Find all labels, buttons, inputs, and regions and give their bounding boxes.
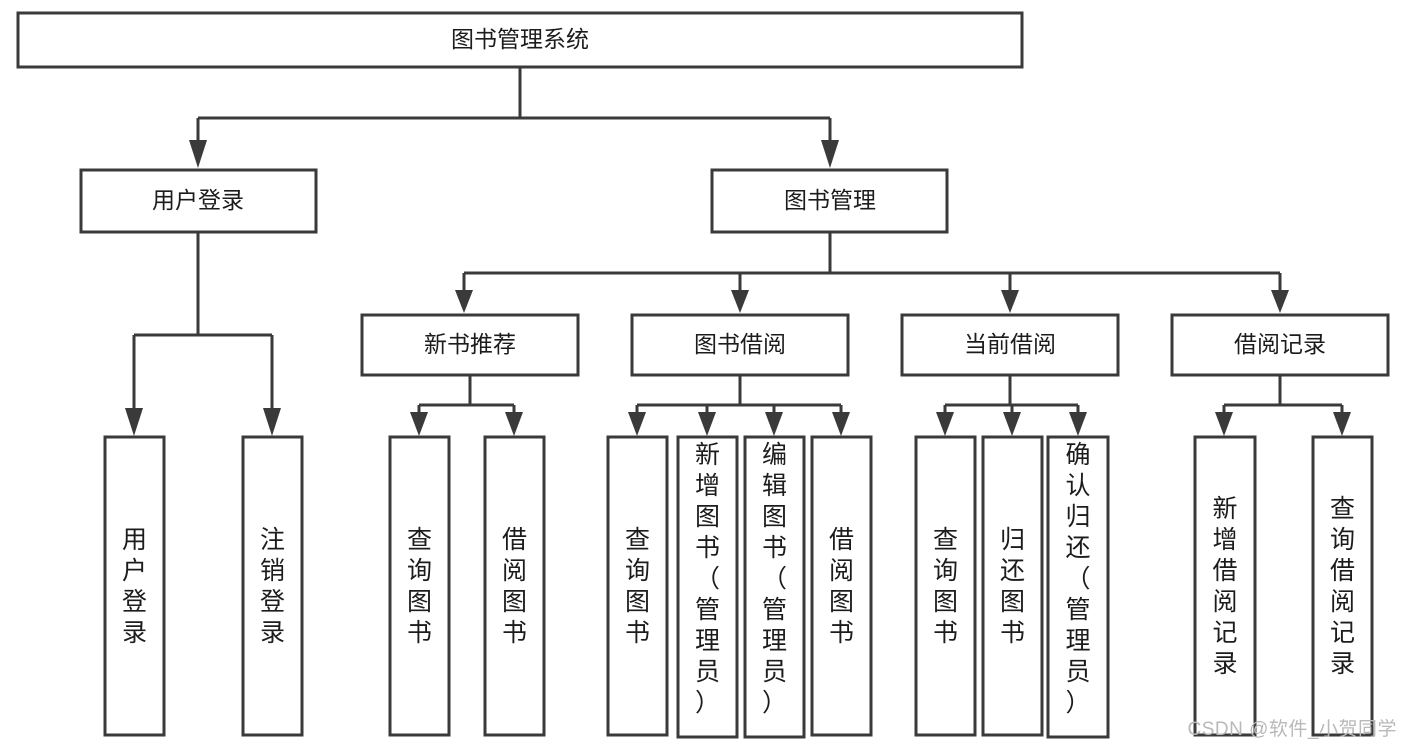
node-leaf-user-login-label: 用户登录 <box>122 526 147 647</box>
node-root-box[interactable] <box>16 11 1024 69</box>
node-leaf-borrow-book-a[interactable]: 借阅图书 <box>483 435 546 737</box>
node-current-borrow-label: 当前借阅 <box>964 331 1056 357</box>
node-leaf-query-book-b-box[interactable] <box>606 435 669 737</box>
arrow-book-borrow-to-leaf2 <box>698 412 716 436</box>
node-leaf-query-book-b-label: 查询图书 <box>625 526 650 647</box>
node-leaf-query-book-b[interactable]: 查询图书 <box>606 435 669 737</box>
arrow-user-login-to-leaf1 <box>125 408 143 436</box>
node-leaf-query-book-c-box[interactable] <box>914 435 977 737</box>
node-leaf-query-book-c[interactable]: 查询图书 <box>914 435 977 737</box>
node-leaf-query-book-a-box[interactable] <box>388 435 451 737</box>
node-leaf-query-borrow-record-label: 查询借阅记录 <box>1330 495 1355 678</box>
arrow-book-mgmt-to-current-borrow <box>1001 290 1019 313</box>
node-book-borrow[interactable]: 图书借阅 <box>630 313 850 377</box>
node-current-borrow[interactable]: 当前借阅 <box>900 313 1120 377</box>
node-leaf-user-login-box[interactable] <box>103 435 166 737</box>
arrow-current-borrow-to-leaf2 <box>1003 412 1021 436</box>
node-leaf-borrow-book-b-label: 借阅图书 <box>829 526 854 647</box>
node-leaf-query-book-c-label: 查询图书 <box>933 526 958 647</box>
node-leaf-return-book[interactable]: 归还图书 <box>981 435 1044 737</box>
node-leaf-borrow-book-a-label: 借阅图书 <box>502 526 527 647</box>
connector-layer <box>125 67 1351 436</box>
arrow-book-borrow-to-leaf4 <box>832 412 850 436</box>
node-user-login-box[interactable] <box>79 168 318 234</box>
arrow-book-borrow-to-leaf3 <box>765 412 783 436</box>
node-leaf-add-book-admin-label: 新增图书（管理员） <box>695 441 720 717</box>
node-leaf-query-book-a[interactable]: 查询图书 <box>388 435 451 737</box>
arrow-current-borrow-to-leaf3 <box>1069 412 1087 436</box>
node-borrow-record-box[interactable] <box>1170 313 1390 377</box>
node-leaf-logout[interactable]: 注销登录 <box>241 435 304 737</box>
node-book-borrow-box[interactable] <box>630 313 850 377</box>
node-leaf-add-book-admin-box[interactable] <box>676 435 739 739</box>
node-current-borrow-box[interactable] <box>900 313 1120 377</box>
node-root[interactable]: 图书管理系统 <box>16 11 1024 69</box>
node-book-management[interactable]: 图书管理 <box>710 168 949 234</box>
node-leaf-add-book-admin[interactable]: 新增图书（管理员） <box>676 435 739 739</box>
node-leaf-confirm-return-admin-label: 确认归还（管理员） <box>1065 441 1090 717</box>
node-book-management-box[interactable] <box>710 168 949 234</box>
arrow-book-borrow-to-leaf1 <box>628 412 646 436</box>
node-book-management-label: 图书管理 <box>784 187 876 213</box>
arrow-root-to-user-login <box>189 140 207 168</box>
node-leaf-add-borrow-record-label: 新增借阅记录 <box>1212 495 1237 678</box>
node-leaf-logout-label: 注销登录 <box>260 526 285 647</box>
node-new-book-recommend[interactable]: 新书推荐 <box>360 313 580 377</box>
node-new-book-recommend-label: 新书推荐 <box>424 331 516 357</box>
node-leaf-add-borrow-record[interactable]: 新增借阅记录 <box>1193 435 1257 737</box>
node-leaf-return-book-label: 归还图书 <box>1000 526 1025 647</box>
arrow-new-book-to-leaf1 <box>410 412 428 436</box>
node-leaf-add-borrow-record-box[interactable] <box>1193 435 1257 737</box>
node-leaf-return-book-box[interactable] <box>981 435 1044 737</box>
node-leaf-borrow-book-b[interactable]: 借阅图书 <box>810 435 873 737</box>
arrow-borrow-record-to-leaf2 <box>1333 412 1351 436</box>
node-leaf-user-login[interactable]: 用户登录 <box>103 435 166 737</box>
node-leaf-borrow-book-a-box[interactable] <box>483 435 546 737</box>
node-leaf-edit-book-admin-box[interactable] <box>743 435 806 739</box>
arrow-user-login-to-leaf2 <box>263 408 281 436</box>
node-user-login-label: 用户登录 <box>152 187 244 213</box>
arrow-book-mgmt-to-new-book <box>455 290 473 313</box>
arrow-new-book-to-leaf2 <box>505 412 523 436</box>
node-leaf-confirm-return-admin[interactable]: 确认归还（管理员） <box>1046 435 1110 739</box>
arrow-book-mgmt-to-book-borrow <box>731 290 749 313</box>
arrow-current-borrow-to-leaf1 <box>936 412 954 436</box>
node-leaf-logout-box[interactable] <box>241 435 304 737</box>
arrow-borrow-record-to-leaf1 <box>1215 412 1233 436</box>
arrow-book-mgmt-to-borrow-record <box>1271 290 1289 313</box>
node-leaf-edit-book-admin-label: 编辑图书（管理员） <box>762 441 787 717</box>
node-root-label: 图书管理系统 <box>451 26 589 52</box>
node-new-book-recommend-box[interactable] <box>360 313 580 377</box>
node-leaf-query-book-a-label: 查询图书 <box>407 526 432 647</box>
node-user-login[interactable]: 用户登录 <box>79 168 318 234</box>
node-leaf-query-borrow-record-box[interactable] <box>1311 435 1374 737</box>
node-leaf-borrow-book-b-box[interactable] <box>810 435 873 737</box>
node-leaf-edit-book-admin[interactable]: 编辑图书（管理员） <box>743 435 806 739</box>
node-borrow-record-label: 借阅记录 <box>1234 331 1326 357</box>
node-leaf-confirm-return-admin-box[interactable] <box>1046 435 1110 739</box>
node-borrow-record[interactable]: 借阅记录 <box>1170 313 1390 377</box>
node-leaf-query-borrow-record[interactable]: 查询借阅记录 <box>1311 435 1374 737</box>
node-book-borrow-label: 图书借阅 <box>694 331 786 357</box>
arrow-root-to-book-mgmt <box>821 140 839 168</box>
